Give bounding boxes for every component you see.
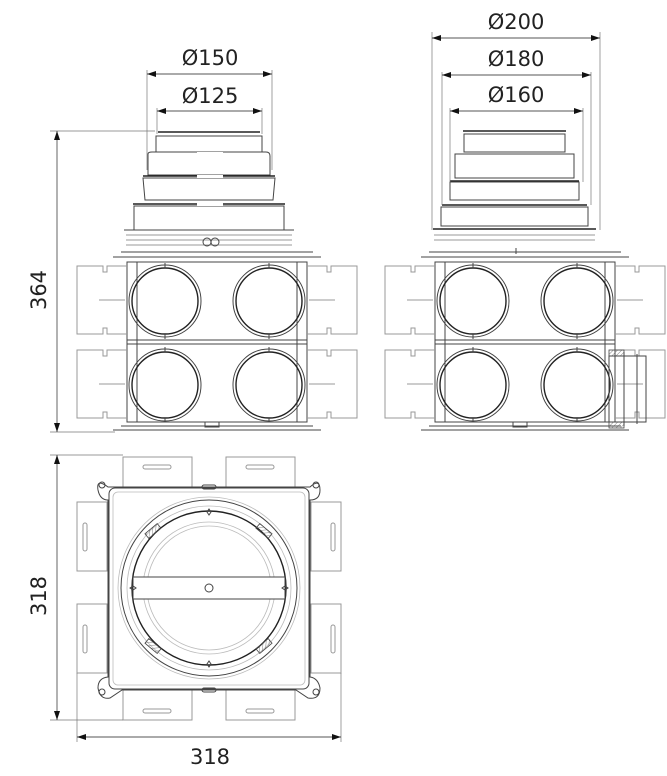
dimension-d125: Ø125 [182,84,239,108]
dimension-d160: Ø160 [488,83,545,107]
side-connector [608,349,647,429]
dimension-d200: Ø200 [488,10,545,34]
dimension-h364: 364 [27,270,51,310]
dimension-d180: Ø180 [488,47,545,71]
dimension-d150: Ø150 [182,46,239,70]
spigot-right [433,130,596,254]
top-view: 318 318 [27,454,342,769]
front-view-right: Ø200 Ø180 Ø160 [384,10,666,431]
spigot-left [124,131,294,247]
dimension-h318: 318 [27,576,51,616]
dimension-w318: 318 [190,745,230,769]
front-view-left: Ø150 Ø125 364 [27,46,358,433]
